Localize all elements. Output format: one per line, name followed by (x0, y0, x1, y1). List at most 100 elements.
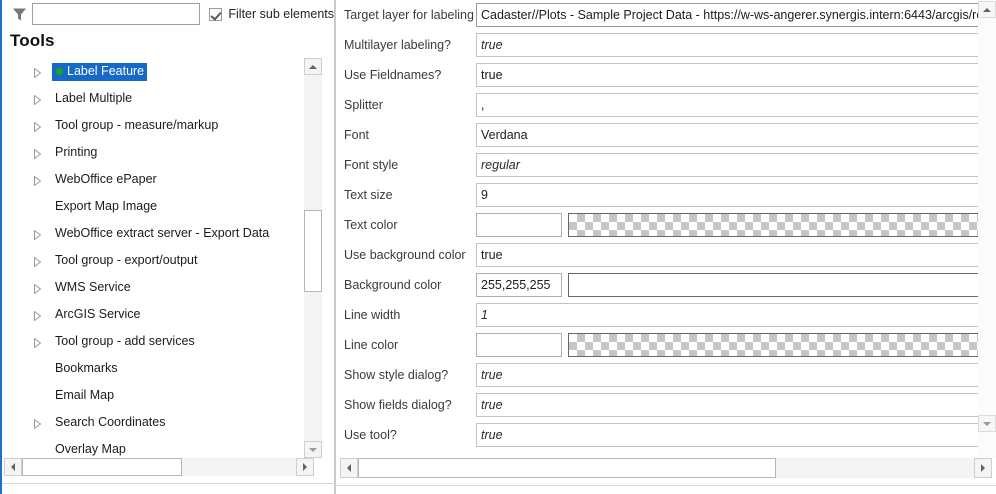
use-background-color-field[interactable]: true (476, 243, 978, 267)
tools-tree[interactable]: Label Feature Label Multiple Tool group … (4, 58, 314, 458)
property-row-use-fieldnames: Use Fieldnames? true (336, 60, 978, 90)
property-row-background-color: Background color 255,255,255 (336, 270, 978, 300)
property-label: Use tool? (344, 428, 397, 442)
line-color-swatch[interactable] (568, 333, 978, 357)
tree-item-label: Tool group - measure/markup (55, 117, 219, 132)
checkbox-box[interactable] (209, 7, 223, 21)
tree-item-weboffice-epaper[interactable]: WebOffice ePaper (4, 166, 314, 193)
scroll-up-button[interactable] (978, 1, 996, 18)
use-fieldnames-field[interactable]: true (476, 63, 978, 87)
scroll-down-button[interactable] (304, 441, 322, 458)
properties-panel: Target layer for labeling Cadaster//Plot… (336, 0, 996, 494)
text-color-value-field[interactable] (476, 213, 562, 237)
scroll-left-button[interactable] (4, 458, 22, 476)
tree-item-arcgis-service[interactable]: ArcGIS Service (4, 301, 314, 328)
tree-item-weboffice-extract-server-export-data[interactable]: WebOffice extract server - Export Data (4, 220, 314, 247)
chevron-left-icon (11, 463, 15, 471)
tree-item-email-map[interactable]: Email Map (4, 382, 314, 409)
target-layer-field[interactable]: Cadaster//Plots - Sample Project Data - … (476, 3, 978, 27)
property-row-line-color: Line color (336, 330, 978, 360)
show-fields-dialog-field[interactable]: true (476, 393, 978, 417)
filter-input[interactable] (32, 3, 201, 25)
properties-vertical-scrollbar[interactable] (978, 0, 996, 458)
chevron-left-icon (347, 464, 351, 472)
tree-item-label: Search Coordinates (55, 414, 166, 429)
tree-item-tool-group-export-output[interactable]: Tool group - export/output (4, 247, 314, 274)
text-size-field[interactable]: 9 (476, 183, 978, 207)
expand-triangle-icon[interactable] (34, 418, 42, 429)
property-label: Use Fieldnames? (344, 68, 442, 82)
scroll-left-button[interactable] (340, 458, 358, 478)
properties-horizontal-scrollbar[interactable] (340, 458, 992, 478)
tree-item-label-multiple[interactable]: Label Multiple (4, 85, 314, 112)
expand-triangle-icon[interactable] (34, 148, 42, 159)
property-row-target-layer: Target layer for labeling Cadaster//Plot… (336, 0, 978, 30)
expand-triangle-icon[interactable] (34, 121, 42, 132)
font-style-field[interactable]: regular (476, 153, 978, 177)
property-label: Multilayer labeling? (344, 38, 452, 52)
filter-sub-elements-checkbox[interactable]: Filter sub elements (209, 7, 334, 21)
property-row-text-color: Text color (336, 210, 978, 240)
tree-item-label: Tool group - export/output (55, 252, 198, 267)
expand-triangle-icon[interactable] (34, 229, 42, 240)
text-color-swatch[interactable] (568, 213, 978, 237)
expand-triangle-icon[interactable] (34, 94, 42, 105)
property-label: Text color (344, 218, 398, 232)
line-color-value-field[interactable] (476, 333, 562, 357)
scrollbar-thumb[interactable] (304, 210, 322, 292)
text-color-control (476, 213, 978, 237)
property-label: Line color (344, 338, 399, 352)
expand-triangle-icon[interactable] (34, 175, 42, 186)
property-row-show-fields-dialog: Show fields dialog? true (336, 390, 978, 420)
expand-triangle-icon[interactable] (34, 256, 42, 267)
property-label: Target layer for labeling (344, 8, 474, 22)
show-style-dialog-field[interactable]: true (476, 363, 978, 387)
tree-item-bookmarks[interactable]: Bookmarks (4, 355, 314, 382)
tree-item-export-map-image[interactable]: Export Map Image (4, 193, 314, 220)
scrollbar-thumb[interactable] (22, 458, 182, 476)
tree-item-label-feature[interactable]: Label Feature (4, 58, 314, 85)
expand-triangle-icon[interactable] (34, 283, 42, 294)
background-color-control: 255,255,255 (476, 273, 978, 297)
tree-item-label: Bookmarks (55, 360, 118, 375)
background-color-value-field[interactable]: 255,255,255 (476, 273, 562, 297)
tree-item-label: Label Feature (52, 62, 148, 81)
tree-item-label: WebOffice ePaper (55, 171, 157, 186)
property-row-text-size: Text size 9 (336, 180, 978, 210)
tree-item-label: WMS Service (55, 279, 131, 294)
tree-item-wms-service[interactable]: WMS Service (4, 274, 314, 301)
tree-item-label: Label Multiple (55, 90, 133, 105)
tree-item-tool-group-measure-markup[interactable]: Tool group - measure/markup (4, 112, 314, 139)
multilayer-labeling-field[interactable]: true (476, 33, 978, 57)
splitter-field[interactable]: , (476, 93, 978, 117)
font-field[interactable]: Verdana (476, 123, 978, 147)
tree-item-printing[interactable]: Printing (4, 139, 314, 166)
chevron-right-icon (303, 463, 307, 471)
scroll-right-button[interactable] (296, 458, 314, 476)
tree-item-tool-group-add-services[interactable]: Tool group - add services (4, 328, 314, 355)
funnel-icon (8, 0, 30, 28)
filter-bar: Filter sub elements (2, 0, 334, 28)
scroll-down-button[interactable] (978, 415, 996, 432)
background-color-swatch[interactable] (568, 273, 978, 297)
property-label: Font (344, 128, 370, 142)
scroll-up-button[interactable] (304, 58, 322, 75)
tools-vertical-scrollbar[interactable] (304, 58, 322, 458)
use-tool-field[interactable]: true (476, 423, 978, 447)
tree-item-label: Tool group - add services (55, 333, 195, 348)
line-color-control (476, 333, 978, 357)
tools-horizontal-scrollbar[interactable] (4, 458, 314, 476)
expand-triangle-icon[interactable] (34, 67, 42, 78)
chevron-right-icon (981, 464, 985, 472)
expand-triangle-icon[interactable] (34, 310, 42, 321)
property-row-show-style-dialog: Show style dialog? true (336, 360, 978, 390)
line-width-field[interactable]: 1 (476, 303, 978, 327)
scrollbar-thumb[interactable] (358, 458, 776, 478)
property-row-multilayer-labeling: Multilayer labeling? true (336, 30, 978, 60)
panel-splitter[interactable] (334, 0, 336, 494)
tree-item-overlay-map[interactable]: Overlay Map (4, 436, 314, 458)
tree-item-search-coordinates[interactable]: Search Coordinates (4, 409, 314, 436)
scroll-right-button[interactable] (974, 458, 992, 478)
expand-triangle-icon[interactable] (34, 337, 42, 348)
